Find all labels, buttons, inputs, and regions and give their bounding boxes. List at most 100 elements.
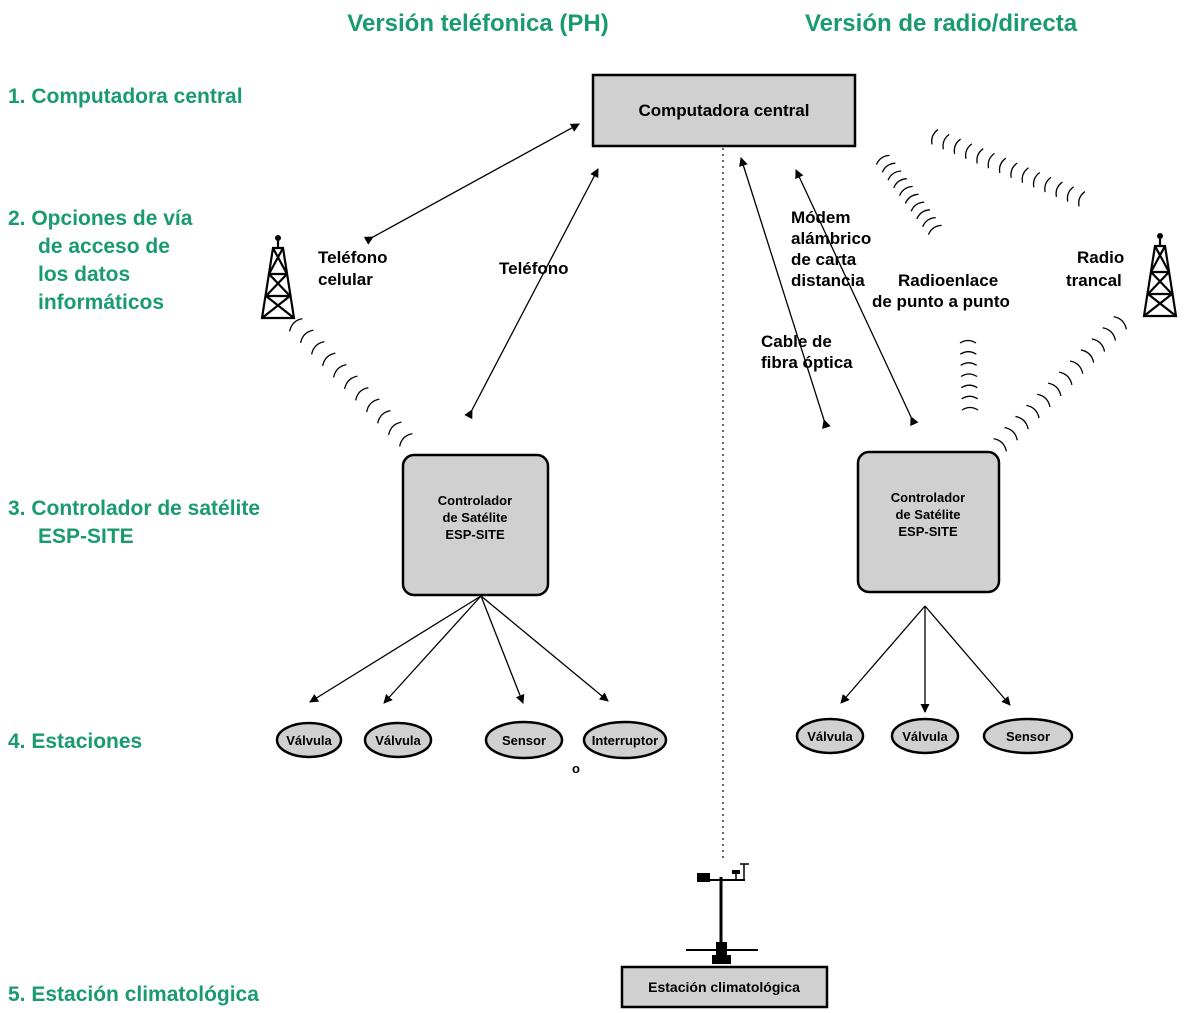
- radio-wave-icon: [880, 160, 897, 174]
- radio-wave-icon: [1003, 424, 1021, 441]
- radio-wave-icon: [909, 199, 925, 212]
- radio-version-header: Versión de radio/directa: [805, 10, 1078, 37]
- radio-wave-icon: [1069, 358, 1086, 375]
- cell-phone-label-line2: celular: [318, 270, 373, 289]
- or-label: o: [572, 761, 580, 776]
- station-valve-label: Válvula: [375, 733, 421, 748]
- radio-wave-icon: [308, 338, 326, 356]
- level-satellite-controller: 3. Controlador de satélite: [8, 497, 260, 520]
- level-data-path-line3: los datos: [38, 263, 130, 286]
- station-valve-label: Válvula: [902, 729, 948, 744]
- station-sensor-label: Sensor: [1006, 729, 1050, 744]
- controller-left-line3: ESP-SITE: [445, 527, 505, 542]
- cell-phone-label-line1: Teléfono: [318, 248, 388, 267]
- cell-phone-link-arrow: [363, 123, 580, 245]
- radio-wave-icon: [1091, 336, 1108, 353]
- central-computer-box: [591, 73, 857, 148]
- radio-wave-icon: [961, 395, 979, 400]
- radio-wave-icon: [1008, 161, 1018, 179]
- station-arrow: [480, 595, 525, 704]
- phone-label: Teléfono: [499, 259, 569, 278]
- central-computer-label: Computadora central: [639, 101, 810, 120]
- radio-wave-icon: [385, 419, 403, 436]
- weather-station-icon: [686, 863, 758, 964]
- radio-wave-icon: [1102, 324, 1119, 342]
- station-arrow: [924, 605, 1011, 706]
- station-valve: [275, 721, 343, 759]
- station-arrow: [383, 595, 482, 704]
- radio-wave-icon: [960, 362, 978, 366]
- radio-wave-icon: [1019, 166, 1030, 184]
- station-sensor-label: Sensor: [502, 733, 546, 748]
- radio-wave-icon: [1025, 402, 1042, 419]
- station-valve: [795, 717, 865, 755]
- station-arrow: [480, 595, 609, 702]
- fiber-optic-label-line2: fibra óptica: [761, 353, 853, 372]
- radio-waves: [286, 127, 1130, 453]
- fiber-optic-label-line1: Cable de: [761, 332, 832, 351]
- radio-wave-icon: [962, 142, 973, 160]
- radio-wave-icon: [914, 207, 931, 220]
- radio-wave-icon: [960, 373, 978, 378]
- weather-station-box: [620, 965, 829, 1009]
- radio-wave-icon: [1053, 180, 1064, 198]
- radio-wave-icon: [891, 176, 908, 189]
- radio-wave-icon: [297, 327, 315, 344]
- station-valve-label: Válvula: [286, 733, 332, 748]
- modem-link-arrow: [795, 169, 919, 427]
- modem-label-line3: de carta: [791, 250, 857, 269]
- station-sensor: [982, 717, 1074, 755]
- satellite-controller-left: [401, 453, 550, 597]
- station-arrow: [309, 595, 482, 703]
- level-weather-station: 5. Estación climatológica: [8, 983, 259, 1006]
- radio-wave-icon: [1076, 189, 1086, 208]
- radio-wave-icon: [374, 407, 392, 425]
- radio-wave-icon: [1036, 391, 1053, 408]
- radio-wave-icon: [1047, 380, 1064, 397]
- radio-wave-icon: [363, 396, 381, 413]
- weather-station-label: Estación climatológica: [648, 979, 800, 995]
- radio-wave-icon: [341, 373, 359, 390]
- station-arrow: [840, 605, 926, 704]
- radio-wave-icon: [1014, 413, 1031, 430]
- radio-wave-icon: [1058, 369, 1075, 386]
- radio-wave-icon: [1080, 347, 1097, 364]
- radio-wave-icon: [951, 137, 962, 155]
- station-valve-label: Válvula: [807, 729, 853, 744]
- radio-wave-icon: [1064, 185, 1075, 203]
- radio-wave-icon: [926, 222, 943, 236]
- radio-wave-icon: [885, 168, 902, 181]
- modem-label-line2: alámbrico: [791, 229, 871, 248]
- radio-wave-icon: [874, 152, 891, 166]
- station-switch-label: Interruptor: [592, 733, 658, 748]
- phone-link-arrow: [464, 168, 599, 420]
- radio-wave-icon: [352, 384, 370, 402]
- radio-wave-icon: [940, 132, 950, 150]
- radio-wave-icon: [319, 350, 337, 367]
- radio-wave-icon: [396, 430, 414, 448]
- radio-wave-icon: [903, 191, 920, 205]
- radio-tower-icon: [1142, 233, 1178, 318]
- level-stations: 4. Estaciones: [8, 730, 142, 753]
- radio-wave-icon: [996, 156, 1007, 174]
- station-valve: [890, 717, 960, 755]
- radio-wave-icon: [929, 127, 939, 146]
- level-esp-site: ESP-SITE: [38, 525, 134, 548]
- level-data-path-line2: de acceso de: [38, 235, 170, 258]
- controller-left-line2: de Satélite: [442, 510, 507, 525]
- modem-label-line4: distancia: [791, 271, 865, 290]
- radio-wave-icon: [985, 151, 996, 169]
- radio-wave-icon: [920, 214, 937, 228]
- station-sensor: [484, 720, 564, 760]
- point-to-point-label-line2: de punto a punto: [872, 292, 1010, 311]
- controller-left-line1: Controlador: [438, 493, 512, 508]
- radio-wave-icon: [330, 361, 348, 379]
- level-central-computer: 1. Computadora central: [8, 85, 243, 108]
- satellite-controller-right: [856, 450, 1001, 594]
- radio-wave-icon: [961, 406, 979, 411]
- modem-label-line1: Módem: [791, 208, 851, 227]
- radio-wave-icon: [992, 435, 1010, 453]
- controller-right-line3: ESP-SITE: [898, 524, 958, 539]
- radio-wave-icon: [959, 351, 977, 355]
- radio-wave-icon: [959, 339, 977, 344]
